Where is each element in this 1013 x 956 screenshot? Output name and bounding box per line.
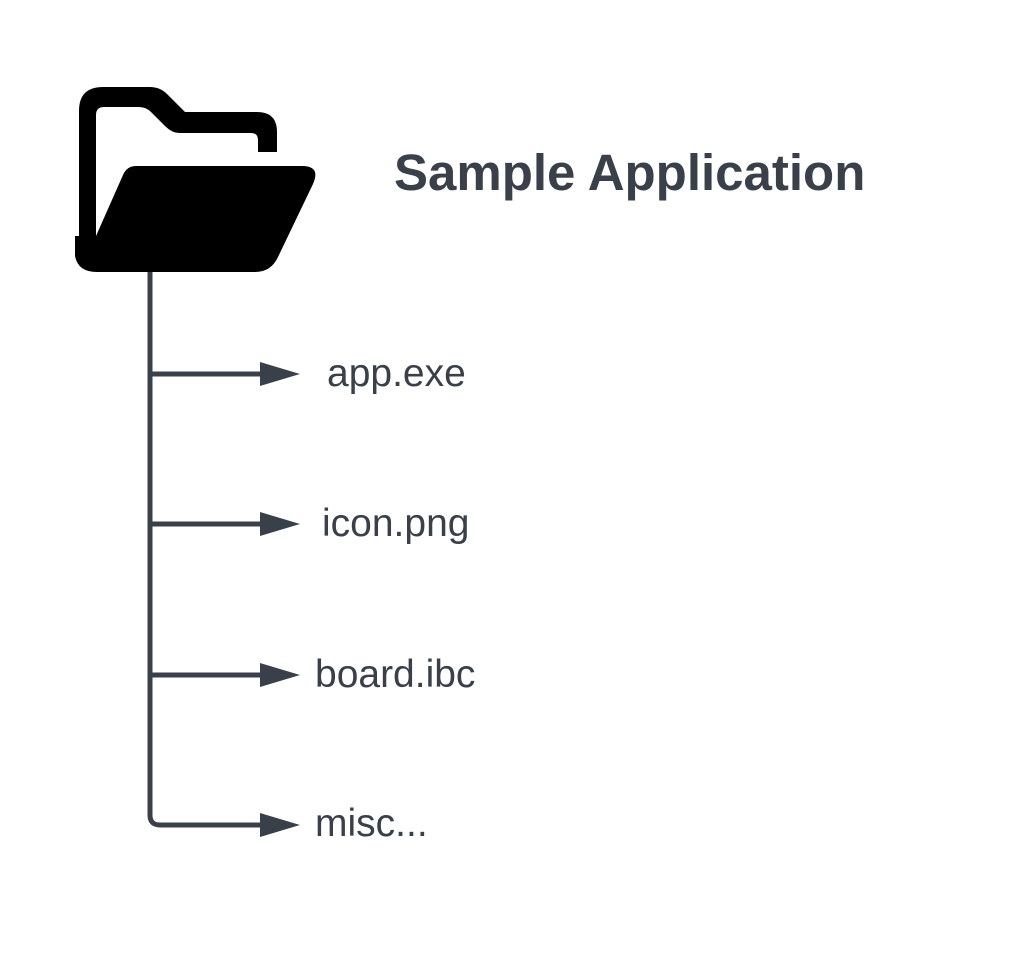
file-label-app-exe: app.exe xyxy=(327,352,466,395)
branch-arrow-3 xyxy=(150,663,300,687)
branch-arrow-4 xyxy=(260,813,300,837)
file-label-misc: misc... xyxy=(315,802,428,845)
branch-arrow-2 xyxy=(150,512,300,536)
diagram-title: Sample Application xyxy=(394,144,866,201)
branch-arrow-1 xyxy=(150,362,300,386)
file-label-icon-png: icon.png xyxy=(322,502,470,545)
tree-trunk-line xyxy=(147,272,262,828)
file-label-board-ibc: board.ibc xyxy=(315,653,476,696)
folder-open-icon xyxy=(75,87,316,272)
